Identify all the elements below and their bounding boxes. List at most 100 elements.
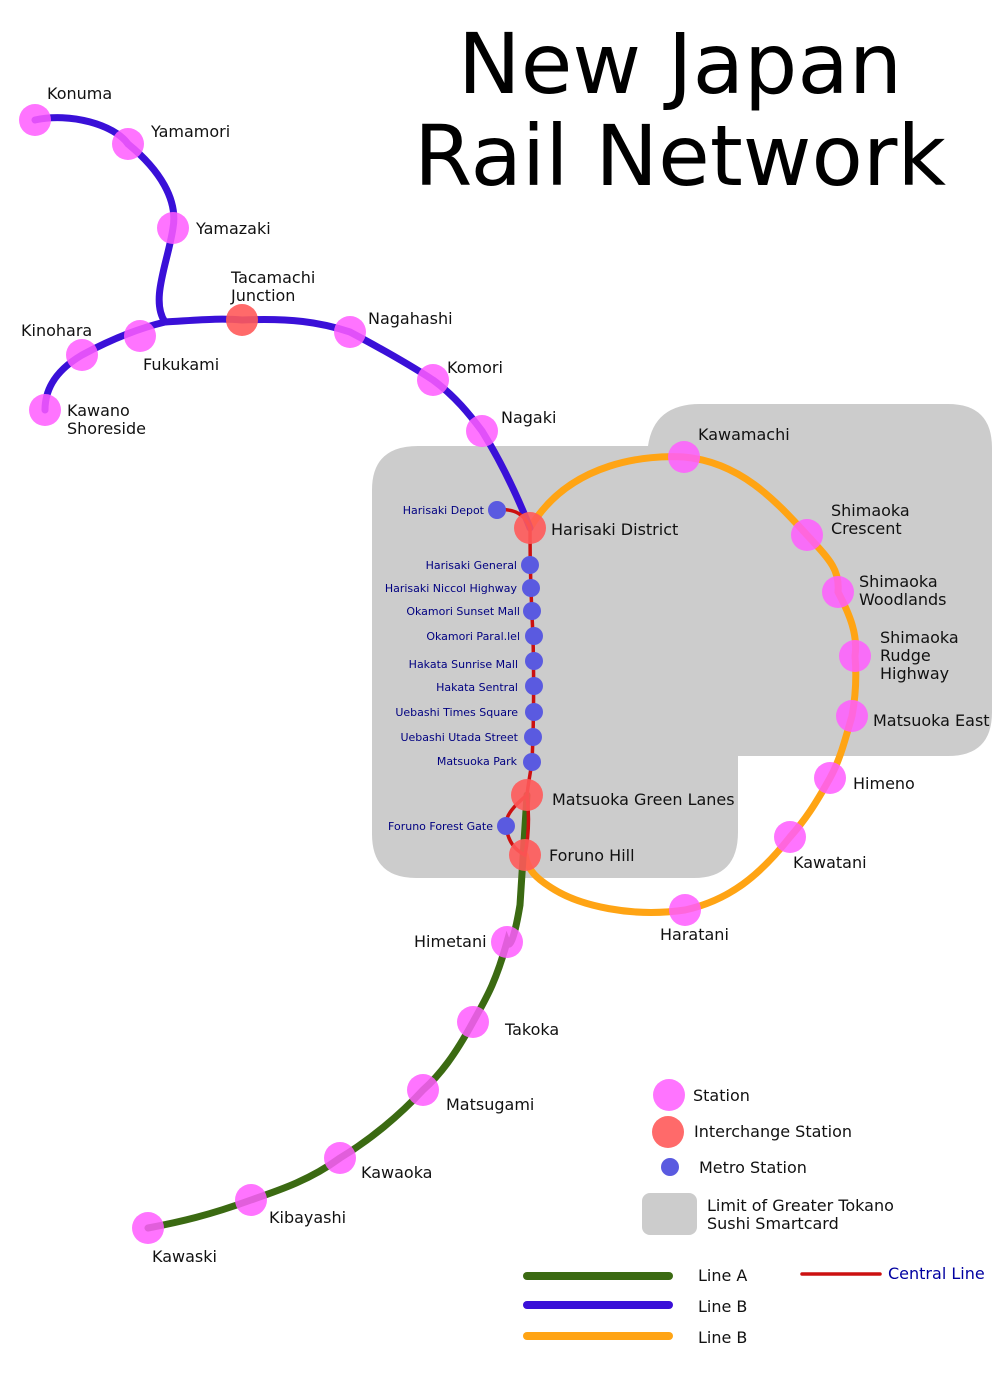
station-nagahashi[interactable] <box>334 316 366 348</box>
station-nagaki[interactable] <box>466 415 498 447</box>
label-takoka: Takoka <box>504 1020 559 1039</box>
label-himetani: Himetani <box>414 932 487 951</box>
station-shimaoka-rudge-highway[interactable] <box>839 640 871 672</box>
label-shimaoka-rudge-2: Rudge <box>880 646 931 665</box>
interchange-tacamachi-junction[interactable] <box>226 304 258 336</box>
station-konuma[interactable] <box>19 104 51 136</box>
metro-uebashi-times[interactable] <box>525 703 543 721</box>
label-harisaki-depot: Harisaki Depot <box>403 504 485 517</box>
legend-interchange-label: Interchange Station <box>694 1122 852 1141</box>
metro-stations <box>488 501 543 835</box>
metro-okamori-sunset[interactable] <box>523 602 541 620</box>
label-harisaki-niccol: Harisaki Niccol Highway <box>385 582 518 595</box>
station-himetani[interactable] <box>491 926 523 958</box>
station-matsugami[interactable] <box>407 1074 439 1106</box>
label-himeno: Himeno <box>853 774 915 793</box>
interchange-matsuoka-green-lanes[interactable] <box>511 779 543 811</box>
legend-line-b-blue-label: Line B <box>698 1297 747 1316</box>
label-yamazaki: Yamazaki <box>195 219 271 238</box>
label-kinohara: Kinohara <box>21 321 92 340</box>
label-shimaoka-crescent-1: Shimaoka <box>831 501 910 520</box>
label-kibayashi: Kibayashi <box>269 1208 346 1227</box>
label-nagahashi: Nagahashi <box>368 309 453 328</box>
label-foruno-hill: Foruno Hill <box>549 846 635 865</box>
station-kawatani[interactable] <box>774 821 806 853</box>
label-matsugami: Matsugami <box>446 1095 534 1114</box>
map-title-line2: Rail Network <box>413 107 947 205</box>
metro-hakata-sentral[interactable] <box>525 677 543 695</box>
legend-smartcard-label-2: Sushi Smartcard <box>707 1214 839 1233</box>
label-matsuoka-east: Matsuoka East <box>873 711 990 730</box>
label-okamori-parallel: Okamori Paral.lel <box>426 630 520 643</box>
legend-central-label: Central Line <box>888 1264 985 1283</box>
station-kibayashi[interactable] <box>235 1184 267 1216</box>
metro-uebashi-utada[interactable] <box>524 728 542 746</box>
metro-harisaki-depot[interactable] <box>488 501 506 519</box>
label-kawaski: Kawaski <box>152 1247 217 1266</box>
label-hakata-sentral: Hakata Sentral <box>436 681 518 694</box>
stations <box>19 104 871 1244</box>
station-shimaoka-crescent[interactable] <box>791 519 823 551</box>
map-title: New Japan Rail Network <box>400 18 960 202</box>
label-uebashi-utada: Uebashi Utada Street <box>400 731 518 744</box>
station-kawano-shoreside[interactable] <box>29 394 61 426</box>
label-kawatani: Kawatani <box>793 853 867 872</box>
legend-station-label: Station <box>693 1086 750 1105</box>
label-shimaoka-crescent-2: Crescent <box>831 519 902 538</box>
station-matsuoka-east[interactable] <box>836 700 868 732</box>
station-haratani[interactable] <box>669 894 701 926</box>
legend-metro-icon <box>661 1158 679 1176</box>
label-tacamachi-2: Junction <box>230 286 295 305</box>
station-kawamachi[interactable] <box>668 441 700 473</box>
station-himeno[interactable] <box>814 762 846 794</box>
station-kawaoka[interactable] <box>324 1142 356 1174</box>
legend-line-a-label: Line A <box>698 1266 747 1285</box>
metro-matsuoka-park[interactable] <box>523 753 541 771</box>
label-fukukami: Fukukami <box>143 355 219 374</box>
metro-harisaki-niccol[interactable] <box>522 579 540 597</box>
station-kinohara[interactable] <box>66 339 98 371</box>
station-kawaski[interactable] <box>132 1212 164 1244</box>
label-haratani: Haratani <box>660 925 729 944</box>
label-foruno-forest: Foruno Forest Gate <box>388 820 493 833</box>
station-takoka[interactable] <box>457 1006 489 1038</box>
label-shimaoka-woodlands-2: Woodlands <box>859 590 947 609</box>
interchange-harisaki-district[interactable] <box>514 512 546 544</box>
label-nagaki: Nagaki <box>501 408 556 427</box>
station-yamamori[interactable] <box>112 128 144 160</box>
map-title-line1: New Japan <box>457 15 903 113</box>
station-labels: Konuma Yamamori Yamazaki Tacamachi Junct… <box>21 84 990 1266</box>
label-konuma: Konuma <box>47 84 112 103</box>
metro-harisaki-general[interactable] <box>521 556 539 574</box>
label-tacamachi-1: Tacamachi <box>230 268 315 287</box>
station-shimaoka-woodlands[interactable] <box>822 576 854 608</box>
metro-labels: Harisaki Depot Harisaki General Harisaki… <box>385 504 520 833</box>
label-kawano-2: Shoreside <box>67 419 146 438</box>
label-uebashi-times: Uebashi Times Square <box>395 706 518 719</box>
metro-foruno-forest[interactable] <box>497 817 515 835</box>
label-shimaoka-rudge-1: Shimaoka <box>880 628 959 647</box>
station-fukukami[interactable] <box>124 320 156 352</box>
station-yamazaki[interactable] <box>157 212 189 244</box>
label-yamamori: Yamamori <box>150 122 230 141</box>
label-kawamachi: Kawamachi <box>698 425 790 444</box>
label-okamori-sunset: Okamori Sunset Mall <box>406 605 520 618</box>
label-shimaoka-woodlands-1: Shimaoka <box>859 572 938 591</box>
label-komori: Komori <box>447 358 503 377</box>
interchange-foruno-hill[interactable] <box>509 839 541 871</box>
interchange-stations <box>226 304 546 871</box>
metro-okamori-parallel[interactable] <box>525 627 543 645</box>
label-kawano-1: Kawano <box>67 401 130 420</box>
label-harisaki-district: Harisaki District <box>551 520 678 539</box>
legend-interchange-icon <box>652 1116 684 1148</box>
legend-metro-label: Metro Station <box>699 1158 807 1177</box>
label-hakata-sunrise: Hakata Sunrise Mall <box>409 658 518 671</box>
legend: Station Interchange Station Metro Statio… <box>523 1079 985 1347</box>
station-komori[interactable] <box>417 364 449 396</box>
label-matsuoka-park: Matsuoka Park <box>437 755 518 768</box>
label-kawaoka: Kawaoka <box>361 1163 432 1182</box>
label-shimaoka-rudge-3: Highway <box>880 664 949 683</box>
metro-hakata-sunrise[interactable] <box>525 652 543 670</box>
label-harisaki-general: Harisaki General <box>426 559 517 572</box>
